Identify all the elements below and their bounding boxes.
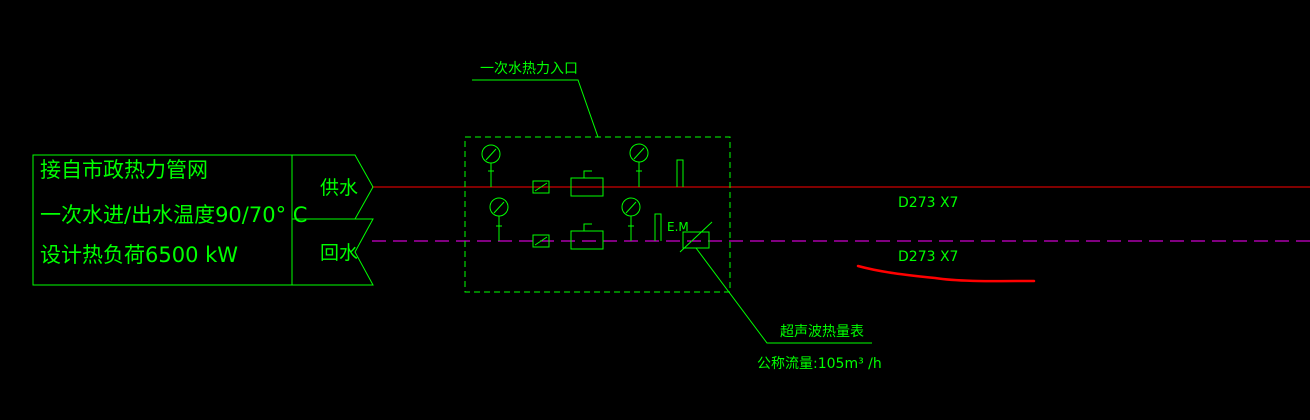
supply-components — [481, 143, 684, 197]
thermometer-icon — [676, 159, 684, 187]
return-components — [489, 197, 713, 253]
em-label: E.M — [667, 220, 689, 234]
source-line-1: 接自市政热力管网 — [40, 158, 208, 182]
meter-name: 超声波热量表 — [780, 324, 864, 340]
filter-icon — [532, 180, 550, 194]
supply-label: 供水 — [320, 177, 359, 199]
pressure-gauge-icon — [481, 144, 501, 187]
entry-leader — [472, 79, 599, 138]
valve-icon — [570, 223, 604, 250]
meter-leader — [695, 247, 872, 344]
thermometer-icon — [654, 213, 662, 241]
return-pipe-size: D273 X7 — [898, 249, 959, 265]
red-underline-annotation — [856, 264, 1036, 283]
pressure-gauge-icon — [621, 197, 641, 241]
pressure-gauge-icon — [489, 197, 509, 241]
meter-flow: 公称流量:105m³ /h — [757, 356, 882, 372]
source-box — [32, 154, 374, 286]
pressure-gauge-icon — [629, 143, 649, 187]
return-label: 回水 — [320, 242, 359, 264]
valve-icon — [570, 170, 604, 197]
source-line-2: 一次水进/出水温度90/70° C — [40, 203, 308, 227]
supply-pipe-size: D273 X7 — [898, 195, 959, 211]
entry-title: 一次水热力入口 — [480, 61, 578, 77]
filter-icon — [532, 234, 550, 248]
source-line-3: 设计热负荷6500 kW — [40, 243, 239, 267]
